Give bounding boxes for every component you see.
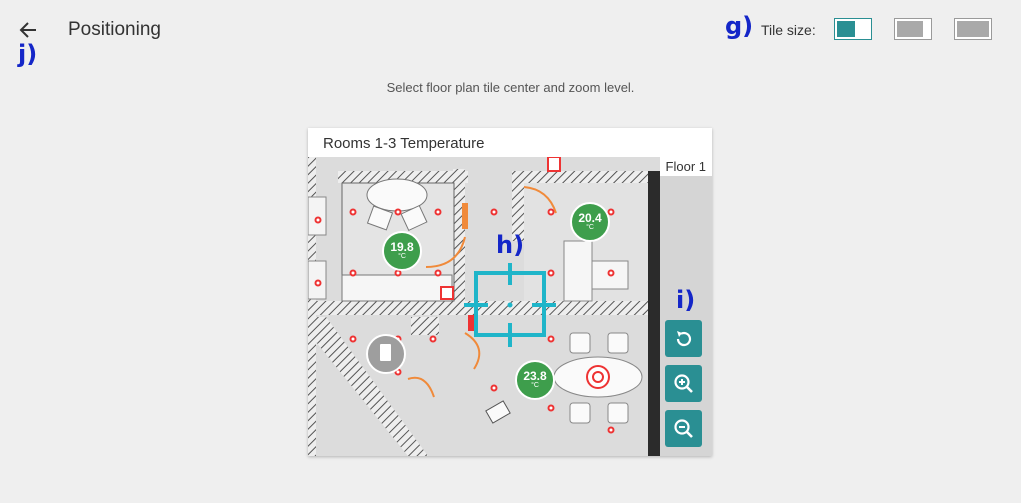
- floor-plan-card: Rooms 1-3 Temperature: [308, 128, 712, 456]
- instructions-text: Select floor plan tile center and zoom l…: [386, 80, 635, 95]
- sensor-unit: °C: [531, 382, 539, 389]
- zoom-in-button[interactable]: [665, 365, 702, 402]
- tile-size-large[interactable]: [954, 18, 992, 40]
- sensor-value: 20.4: [578, 211, 602, 225]
- annotation-i: i): [676, 286, 696, 314]
- floor-plan-drawing: [308, 157, 712, 456]
- sensor-unit: °C: [586, 224, 594, 231]
- floor-plan-map[interactable]: Floor 1 19.8 °C 20.4 °C 23.8 °C: [308, 157, 712, 456]
- annotation-j: j): [18, 40, 38, 68]
- back-button[interactable]: [14, 16, 42, 44]
- arrow-left-icon: [19, 22, 36, 38]
- card-title: Rooms 1-3 Temperature: [323, 135, 485, 152]
- zoom-out-icon: [673, 418, 693, 438]
- sensor-badge[interactable]: 19.8 °C: [382, 231, 422, 271]
- page-title: Positioning: [68, 19, 161, 40]
- annotation-g: g): [725, 12, 754, 40]
- zoom-in-icon: [673, 373, 693, 393]
- annotation-h: h): [496, 231, 525, 259]
- tile-size-small[interactable]: [834, 18, 872, 40]
- zoom-out-button[interactable]: [665, 410, 702, 447]
- reset-rotate-icon: [676, 330, 691, 346]
- reset-button[interactable]: [665, 320, 702, 357]
- sensor-badge[interactable]: 23.8 °C: [515, 360, 555, 400]
- tile-size-medium[interactable]: [894, 18, 932, 40]
- floor-label: Floor 1: [659, 157, 712, 176]
- sensor-value: 23.8: [523, 369, 547, 383]
- sensor-unit: °C: [398, 253, 406, 260]
- sensor-badge[interactable]: 20.4 °C: [570, 202, 610, 242]
- tile-size-label: Tile size:: [761, 22, 816, 38]
- sensor-value: 19.8: [390, 240, 414, 254]
